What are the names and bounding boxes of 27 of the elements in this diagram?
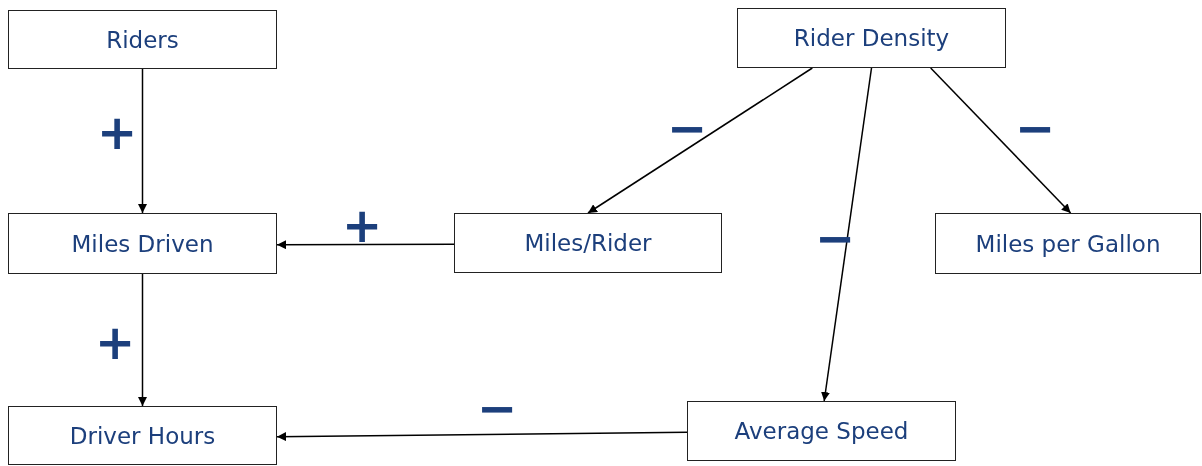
edge-label: − [1014,104,1056,152]
arrow [138,68,147,214]
process-box [8,406,277,465]
edge-label: + [341,201,383,249]
process-box [454,213,722,273]
process-box [8,10,277,69]
process-box [687,401,956,461]
process-box [935,213,1201,274]
edge-label: + [94,318,136,366]
arrow [276,431,688,442]
node-label: Miles/Rider [524,230,652,256]
arrow [821,67,873,402]
arrow [276,240,455,250]
process-box [8,213,277,274]
edge-label: − [476,384,518,432]
node-label: Miles Driven [71,230,214,257]
edge-label: + [96,108,138,156]
node-label: Rider Density [793,25,950,51]
node-label: Miles per Gallon [975,230,1161,257]
edge-label: − [666,104,708,152]
arrow [929,67,1072,214]
arrow [587,67,814,214]
node-label: Riders [106,26,179,53]
node-label: Driver Hours [69,422,216,449]
node-label: Average Speed [734,418,909,444]
process-box [737,8,1006,68]
arrow [138,273,147,407]
